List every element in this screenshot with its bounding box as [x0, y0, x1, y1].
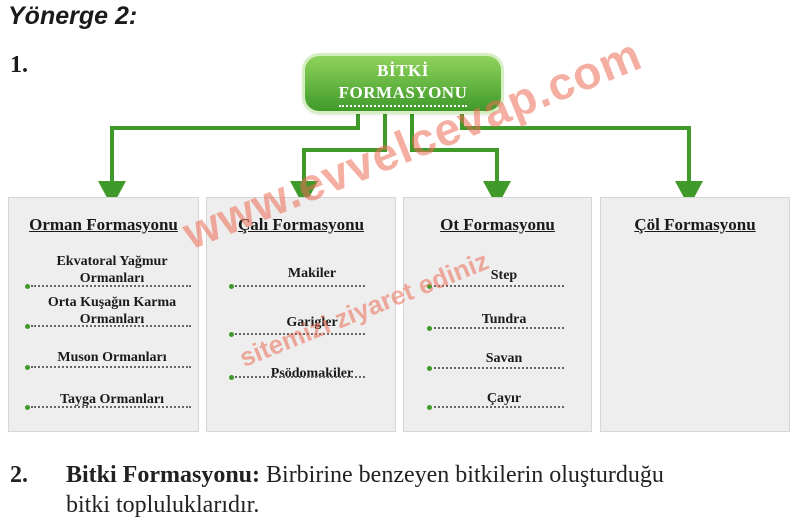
definition-text-line2: bitki topluluklarıdır.	[66, 492, 260, 518]
question-number: 1.	[10, 52, 28, 78]
bullet	[25, 324, 30, 329]
dotted-line	[31, 366, 191, 368]
connector-orman	[110, 112, 360, 183]
bullet	[25, 365, 30, 370]
dotted-line	[31, 285, 191, 287]
bullet	[427, 326, 432, 331]
root-label-line2: FORMASYONU	[338, 82, 468, 107]
bullet	[229, 375, 234, 380]
dotted-line	[31, 406, 191, 408]
bullet	[25, 284, 30, 289]
item-makiler: Makiler	[287, 266, 337, 281]
definition-line1: 2. Bitki Formasyonu: Birbirine benzeyen b…	[10, 460, 664, 490]
item-psodomakiler: Psödomakiler	[270, 366, 354, 381]
definition-term: Bitki Formasyonu:	[66, 462, 261, 488]
box-cali-formasyonu: Çalı Formasyonu Makiler Garigler Psödoma…	[206, 197, 396, 432]
bullet	[427, 366, 432, 371]
item-garigler: Garigler	[286, 315, 338, 330]
dotted-line	[31, 325, 191, 327]
bullet	[427, 284, 432, 289]
item-orta-kusak: Orta Kuşağın Karma Ormanları	[47, 295, 177, 327]
definition-number: 2.	[10, 462, 28, 488]
box-orman-formasyonu: Orman Formasyonu Ekvatoral Yağmur Ormanl…	[8, 197, 199, 432]
bullet	[25, 405, 30, 410]
bullet	[229, 332, 234, 337]
box-ot-formasyonu: Ot Formasyonu Step Tundra Savan Çayır	[403, 197, 592, 432]
definition-text-line1: Birbirine benzeyen bitkilerin oluşturduğ…	[266, 462, 664, 488]
arrow-head-orman	[98, 181, 126, 207]
box-title-ot: Ot Formasyonu	[440, 215, 555, 234]
root-label-line1: BİTKİ	[377, 61, 429, 80]
item-tundra: Tundra	[481, 312, 527, 327]
box-col-formasyonu: Çöl Formasyonu	[600, 197, 790, 432]
box-title-col: Çöl Formasyonu	[634, 215, 756, 234]
box-title-cali: Çalı Formasyonu	[237, 215, 365, 234]
arrow-head-ot	[483, 181, 511, 207]
bullet	[229, 284, 234, 289]
bullet	[427, 405, 432, 410]
item-cayir: Çayır	[486, 391, 522, 406]
box-title-orman: Orman Formasyonu	[29, 215, 178, 234]
item-tayga: Tayga Ormanları	[59, 392, 165, 407]
definition-block: 2. Bitki Formasyonu: Birbirine benzeyen b…	[10, 460, 664, 520]
dotted-line	[434, 406, 564, 408]
arrow-head-col	[675, 181, 703, 207]
connector-ot	[410, 112, 499, 183]
connector-col	[460, 112, 691, 183]
dotted-line	[235, 285, 365, 287]
root-node-bitki-formasyonu: BİTKİ FORMASYONU	[305, 56, 501, 111]
dotted-line	[235, 376, 365, 378]
dotted-line	[235, 333, 365, 335]
item-muson: Muson Ormanları	[57, 350, 167, 365]
item-ekvatoral: Ekvatoral Yağmur Ormanları	[56, 254, 168, 286]
instruction-heading: Yönerge 2:	[8, 2, 138, 30]
dotted-line	[434, 327, 564, 329]
item-savan: Savan	[485, 351, 523, 366]
arrow-head-cali	[290, 181, 318, 207]
dotted-line	[434, 285, 564, 287]
dotted-line	[434, 367, 564, 369]
item-step: Step	[490, 268, 518, 283]
connector-cali	[302, 112, 387, 183]
